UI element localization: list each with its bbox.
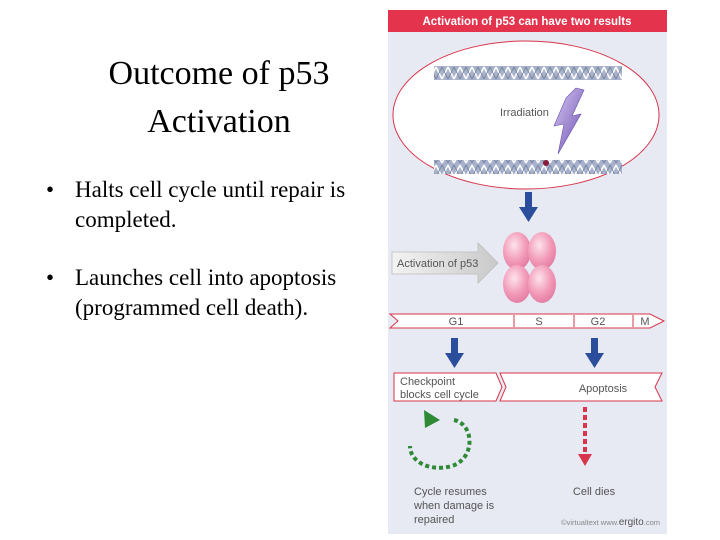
lightning-bolt-icon xyxy=(553,87,585,155)
credit-prefix: ©virtualtext www. xyxy=(561,518,619,527)
apoptosis-box xyxy=(499,372,663,402)
checkpoint-label-line-1: Checkpoint xyxy=(400,376,455,388)
bullet-text-halts: Halts cell cycle until repair is complet… xyxy=(75,177,346,232)
cycle-resumes-line-3: repaired xyxy=(414,514,454,526)
checkpoint-label-line-2: blocks cell cycle xyxy=(400,389,479,401)
green-arrowhead-icon xyxy=(424,410,440,428)
arrow-down-icon xyxy=(585,338,604,368)
bullet-item-halts: • Halts cell cycle until repair is compl… xyxy=(40,175,380,235)
checkpoint-box xyxy=(393,372,503,402)
cycle-resumes-line-1: Cycle resumes xyxy=(414,486,487,498)
p53-protein-icon xyxy=(503,232,556,303)
credit-suffix: .com xyxy=(644,518,660,527)
bullet-text-apoptosis: Launches cell into apoptosis (programmed… xyxy=(75,265,337,320)
arrow-down-icon xyxy=(445,338,464,368)
p53-figure: Activation of p53 can have two results I… xyxy=(388,10,667,534)
cell-dies-label: Cell dies xyxy=(573,486,616,498)
activation-arrow xyxy=(391,242,499,284)
cycle-resumes-line-2: when damage is xyxy=(413,500,495,512)
bullet-dot: • xyxy=(46,265,55,290)
dna-damage-dot xyxy=(543,160,549,166)
arrow-down-icon xyxy=(519,192,538,222)
red-arrowhead-icon xyxy=(578,454,592,466)
slide-title-line-2: Activation xyxy=(147,103,291,140)
slide-title-line-1: Outcome of p53 xyxy=(108,55,330,92)
phase-m: M xyxy=(640,316,649,328)
apoptosis-label: Apoptosis xyxy=(579,383,628,395)
phase-g1: G1 xyxy=(449,316,464,328)
figure-header: Activation of p53 can have two results xyxy=(423,16,632,28)
credit-text: ©virtualtext www.ergito.com xyxy=(561,517,660,528)
bullet-item-apoptosis: • Launches cell into apoptosis (programm… xyxy=(40,263,380,323)
figure-header-bar xyxy=(388,10,667,32)
activation-label: Activation of p53 xyxy=(397,258,478,270)
phase-s: S xyxy=(535,316,542,328)
irradiation-label: Irradiation xyxy=(500,107,549,119)
dna-helix-bottom xyxy=(434,160,622,174)
cycle-resumes-arrow xyxy=(408,418,472,470)
credit-brand: ergito xyxy=(619,517,644,528)
phase-g2: G2 xyxy=(591,316,606,328)
dna-helix-top xyxy=(434,66,622,80)
bullet-dot: • xyxy=(46,177,55,202)
bullet-list: • Halts cell cycle until repair is compl… xyxy=(40,175,380,351)
cell-cycle-bar xyxy=(388,313,666,329)
slide-title: Outcome of p53 Activation xyxy=(60,50,378,146)
